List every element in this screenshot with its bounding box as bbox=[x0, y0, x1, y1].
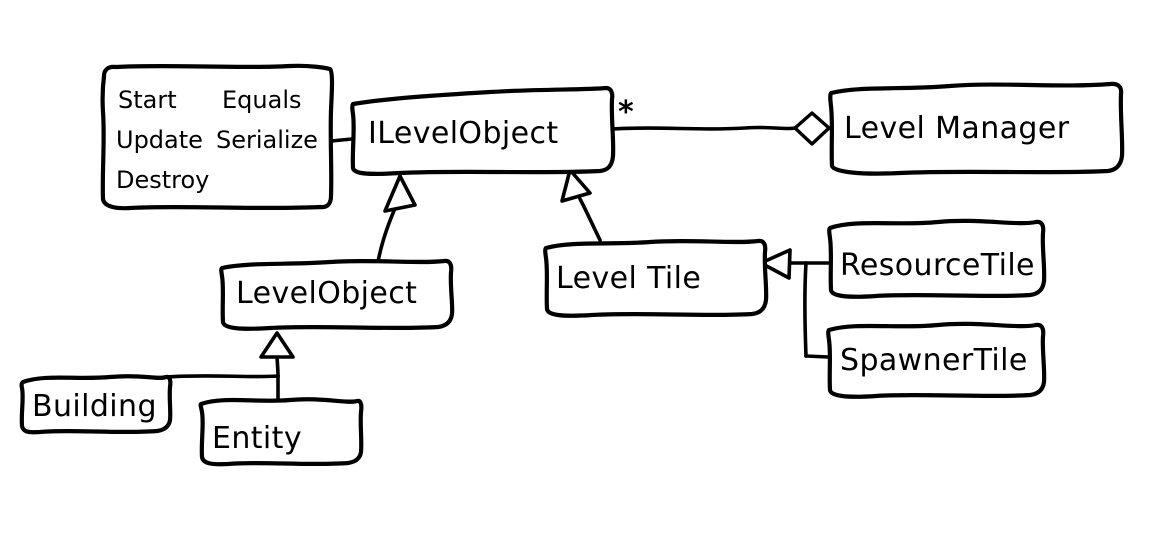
class-name-leveltile: Level Tile bbox=[556, 261, 701, 296]
class-name-entity: Entity bbox=[212, 421, 302, 456]
connector-methods-to-ilevelobject bbox=[329, 137, 354, 143]
connector-leveltile-to-ilevelobject bbox=[560, 168, 602, 242]
class-name-building: Building bbox=[32, 389, 157, 424]
class-box-leveltile[interactable]: Level Tile bbox=[543, 238, 769, 318]
connector-levelobject-to-ilevelobject bbox=[376, 174, 417, 264]
class-box-entity[interactable]: Entity bbox=[198, 397, 364, 467]
inheritance-triangle-icon bbox=[259, 331, 295, 359]
methods-box[interactable]: Start Update Destroy Equals Serialize bbox=[100, 63, 335, 211]
connector-building-entity-to-levelobject bbox=[164, 331, 295, 400]
realization-triangle-icon bbox=[560, 168, 592, 203]
realization-triangle-icon bbox=[383, 174, 417, 213]
class-box-building[interactable]: Building bbox=[19, 374, 173, 435]
connector-tiles-to-leveltile bbox=[759, 248, 830, 359]
class-name-levelobject: LevelObject bbox=[236, 276, 417, 311]
class-name-ilevelobject: ILevelObject bbox=[368, 116, 559, 151]
method-label-update: Update bbox=[116, 126, 203, 154]
class-box-spawnertile[interactable]: SpawnerTile bbox=[826, 321, 1047, 399]
inheritance-triangle-icon bbox=[759, 248, 792, 280]
connector-ilevelobject-to-levelmanager bbox=[611, 111, 835, 146]
class-box-ilevelobject[interactable]: ILevelObject bbox=[350, 85, 616, 177]
method-label-start: Start bbox=[118, 86, 177, 114]
method-label-destroy: Destroy bbox=[116, 166, 209, 194]
class-name-levelmanager: Level Manager bbox=[844, 111, 1070, 146]
class-box-levelobject[interactable]: LevelObject bbox=[219, 258, 455, 331]
class-box-resourcetile[interactable]: ResourceTile bbox=[827, 218, 1047, 299]
class-box-levelmanager[interactable]: Level Manager bbox=[828, 81, 1125, 176]
multiplicity-star-label: * bbox=[618, 95, 634, 130]
class-name-resourcetile: ResourceTile bbox=[840, 248, 1035, 283]
method-label-equals: Equals bbox=[222, 86, 302, 114]
aggregation-diamond-icon bbox=[793, 111, 831, 146]
method-label-serialize: Serialize bbox=[216, 126, 318, 154]
class-name-spawnertile: SpawnerTile bbox=[840, 343, 1028, 378]
